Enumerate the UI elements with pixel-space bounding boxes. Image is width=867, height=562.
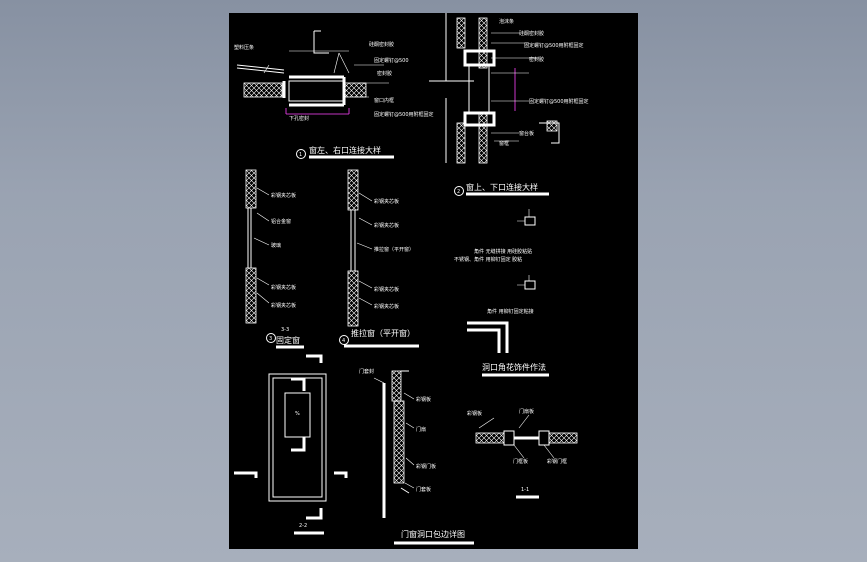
marker-4-label: 4: [342, 338, 345, 344]
note-sill: 窗台板: [519, 130, 534, 137]
note-wf-3: 彩钢夹芯板: [271, 284, 296, 291]
note-ws-1: 彩钢夹芯板: [374, 222, 399, 229]
detail-2-window-top: 泡沫条 硅酮密封胶 固定螺钉@500用附框固定 密封胶 固定螺钉@500用附框固…: [429, 13, 589, 196]
marker-2: [454, 186, 464, 196]
note-plan-2: 门框板: [513, 458, 528, 465]
note-door-3: 彩钢门板: [416, 463, 436, 470]
title-detail-1: 窗左、右口连接大样: [309, 145, 381, 155]
note-plan-3: 彩钢门框: [547, 458, 567, 465]
marker-3: [266, 333, 276, 343]
door-hatch-label: %: [295, 411, 300, 417]
note-ws-0: 彩钢夹芯板: [374, 198, 399, 205]
note-plan-1: 门扇板: [519, 408, 534, 415]
note-ws-4: 彩钢夹芯板: [374, 303, 399, 310]
note-door-4: 门套板: [416, 486, 431, 493]
note-screw-frame: 固定螺钉@500用附框固定: [374, 111, 434, 118]
drawing-sheet: 塑料压条 硅酮密封胶 固定螺钉@500 密封胶 窗口内框 固定螺钉@500用附框…: [229, 13, 638, 549]
title-detail-4: 推拉窗（平开窗）: [351, 328, 415, 338]
label-1-1: 1-1: [521, 487, 529, 493]
note-wf-1: 铝合金窗: [271, 218, 291, 225]
title-detail-3: 固定窗: [276, 335, 300, 345]
note-ws-2: 推拉窗（平开窗）: [374, 246, 414, 253]
label-2-2: 2-2: [299, 523, 307, 529]
marker-1: [296, 149, 306, 159]
note-ws-3: 彩钢夹芯板: [374, 286, 399, 293]
note-silicone-2: 硅酮密封胶: [519, 30, 544, 37]
title-detail-5: 洞口角花饰件作法: [482, 362, 546, 372]
door-elevation: % 2-2: [234, 354, 348, 535]
note-sealant-2: 密封胶: [529, 56, 544, 63]
note-corner-0: 角件 无缝拼接 用硅胶粘贴: [474, 248, 532, 255]
drawing-title: 门窗洞口包边详图: [401, 529, 465, 539]
note-door-1: 彩钢板: [416, 396, 431, 403]
note-frame: 窗口内框: [374, 97, 394, 104]
note-screw: 固定螺钉@500: [374, 57, 409, 64]
note-screw-2: 固定螺钉@500用附框固定: [524, 42, 584, 49]
label-3-3: 3-3: [281, 327, 289, 333]
note-plan-0: 彩钢板: [467, 410, 482, 417]
note-outdoor: 下孔密封: [289, 115, 309, 122]
marker-1-label: 1: [299, 152, 302, 158]
note-wf-2: 玻璃: [271, 242, 281, 249]
door-section: 门套封 彩钢板 门扇 彩钢门板 门套板: [359, 368, 436, 518]
note-wf-0: 彩钢夹芯板: [271, 192, 296, 199]
detail-4-sliding-window: 彩钢夹芯板 彩钢夹芯板 推拉窗（平开窗） 彩钢夹芯板 彩钢夹芯板 4 推拉窗（平…: [339, 169, 419, 348]
detail-5-corner-pieces: 角件 无缝拼接 用硅胶粘贴 不锈钢、角件 用铆钉固定 胶粘 角件 用铆钉固定粘接…: [454, 209, 549, 377]
plan-1-1: 彩钢板 门扇板 门框板 彩钢门框 1-1: [467, 408, 578, 499]
note-sealant: 密封胶: [377, 70, 392, 77]
cad-drawing: 塑料压条 硅酮密封胶 固定螺钉@500 密封胶 窗口内框 固定螺钉@500用附框…: [234, 13, 589, 545]
note-wf-4: 彩钢夹芯板: [271, 302, 296, 309]
marker-3-label: 3: [269, 336, 272, 342]
note-plastic-strip: 塑料压条: [234, 44, 254, 51]
note-frame-2: 窗框: [499, 140, 509, 147]
detail-1-window-side: 塑料压条 硅酮密封胶 固定螺钉@500 密封胶 窗口内框 固定螺钉@500用附框…: [234, 30, 434, 159]
note-corner-2: 角件 用铆钉固定粘接: [487, 308, 534, 315]
detail-3-fixed-window: 彩钢夹芯板 铝合金窗 玻璃 彩钢夹芯板 彩钢夹芯板 3 3-3 固定窗: [245, 169, 304, 349]
note-foam: 泡沫条: [499, 18, 514, 25]
marker-2-label: 2: [457, 189, 460, 195]
note-door-2: 门扇: [416, 426, 426, 433]
note-corner-1: 不锈钢、角件 用铆钉固定 胶粘: [454, 256, 522, 263]
note-screw-3: 固定螺钉@500用附框固定: [529, 98, 589, 105]
note-door-0: 门套封: [359, 368, 374, 375]
title-detail-2: 窗上、下口连接大样: [466, 182, 538, 192]
note-silicone: 硅酮密封胶: [369, 41, 394, 48]
